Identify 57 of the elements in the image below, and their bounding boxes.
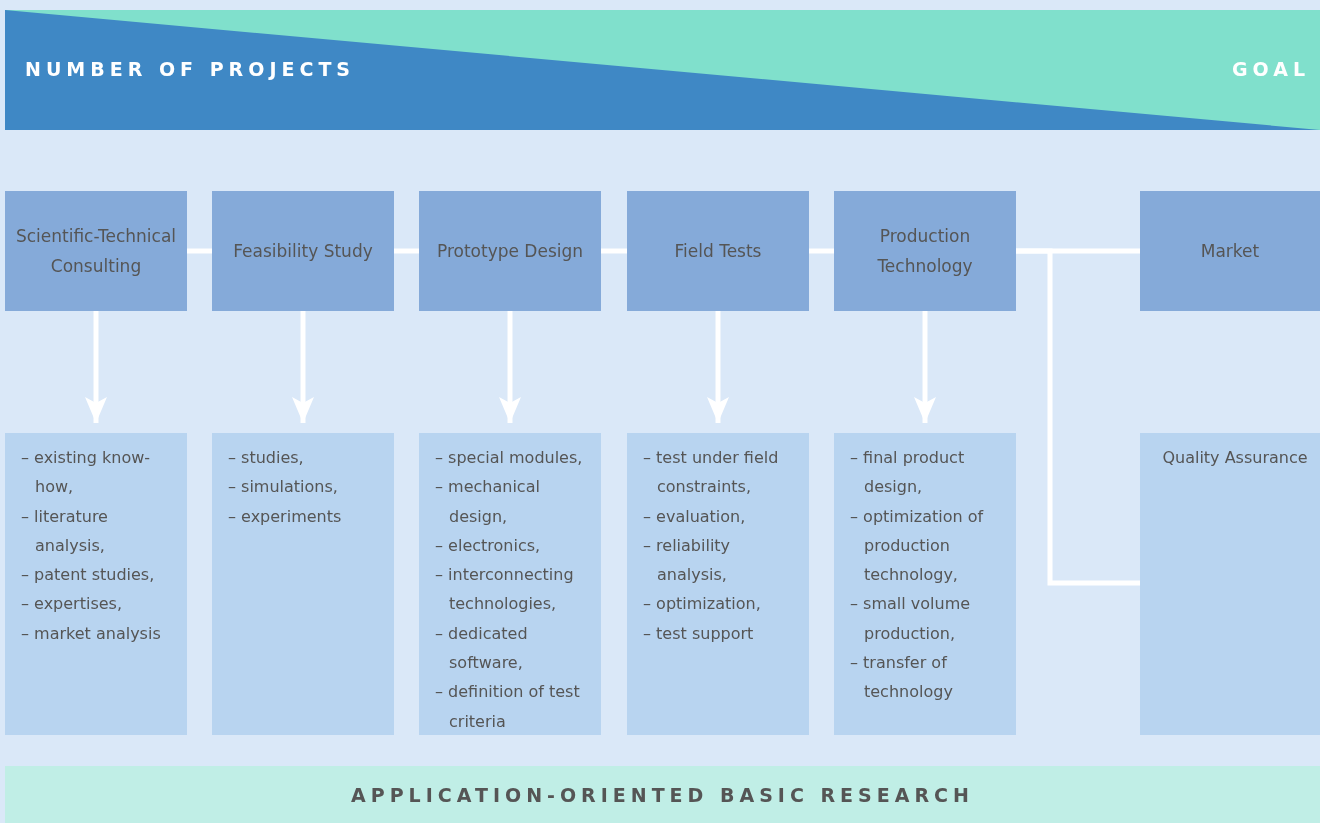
stage-box xyxy=(212,191,394,311)
list-item: – experiments xyxy=(228,505,343,528)
banner-label: GOAL xyxy=(1231,58,1310,80)
list-item: – expertises, xyxy=(21,593,123,616)
list-item: – test support xyxy=(643,622,754,645)
activity-box xyxy=(1140,433,1320,735)
list-item: – transfer of technology xyxy=(850,652,954,704)
connector-line xyxy=(187,248,212,254)
arrow xyxy=(85,311,107,423)
connector-line xyxy=(809,248,834,254)
stage-box xyxy=(1140,191,1320,311)
arrow xyxy=(292,311,314,423)
stage-label: Production Technology xyxy=(876,225,974,278)
connector-line xyxy=(1016,248,1140,586)
stage-label: Scientific-Technical Consulting xyxy=(14,225,178,278)
stage-box xyxy=(419,191,601,311)
list-item: – interconnecting technologies, xyxy=(435,564,575,616)
list-item: – evaluation, xyxy=(643,505,747,528)
list-item: – dedicated software, xyxy=(435,622,529,675)
arrow xyxy=(499,311,521,423)
connector-line xyxy=(601,248,627,254)
banner-label: NUMBER OF PROJECTS xyxy=(25,58,356,80)
list-item: – existing know-how, xyxy=(21,447,152,499)
stage-box xyxy=(834,191,1016,311)
list-item: – optimization, xyxy=(643,593,762,616)
activity-box xyxy=(419,433,601,735)
list-item: – simulations, xyxy=(228,476,339,499)
activity-box xyxy=(627,433,809,735)
list-item: – special modules, xyxy=(435,447,583,469)
list-item: – reliability analysis, xyxy=(643,534,732,587)
list-item: – electronics, xyxy=(435,534,541,557)
research-band xyxy=(5,766,1320,823)
arrow xyxy=(914,311,936,423)
list-item: – mechanical design, xyxy=(435,476,541,528)
list-item: – literature analysis, xyxy=(21,505,109,557)
activity-box xyxy=(212,433,394,735)
list-item: – market analysis xyxy=(21,622,161,645)
banner xyxy=(5,10,1320,130)
list-item: – definition of test criteria xyxy=(435,681,581,733)
stage-box xyxy=(5,191,187,311)
arrow xyxy=(707,311,729,423)
list-item: – test under field constraints, xyxy=(643,447,780,499)
band-label: APPLICATION-ORIENTED BASIC RESEARCH xyxy=(351,783,974,806)
list-item: – small volume production, xyxy=(850,593,972,645)
list-item: – optimization of production technology, xyxy=(850,505,985,587)
stage-label: Market xyxy=(1200,240,1260,263)
stage-label: Feasibility Study xyxy=(233,240,373,263)
list-item: – final product design, xyxy=(850,447,966,499)
list-item: – studies, xyxy=(228,447,305,469)
activity-box xyxy=(5,433,187,735)
list-item: – patent studies, xyxy=(21,564,155,587)
activity-box xyxy=(834,433,1016,735)
stage-label: Field Tests xyxy=(674,240,762,263)
stage-label: Prototype Design xyxy=(436,240,584,263)
activity-label: Quality Assurance xyxy=(1162,447,1308,469)
connector-line xyxy=(394,248,419,254)
stage-box xyxy=(627,191,809,311)
